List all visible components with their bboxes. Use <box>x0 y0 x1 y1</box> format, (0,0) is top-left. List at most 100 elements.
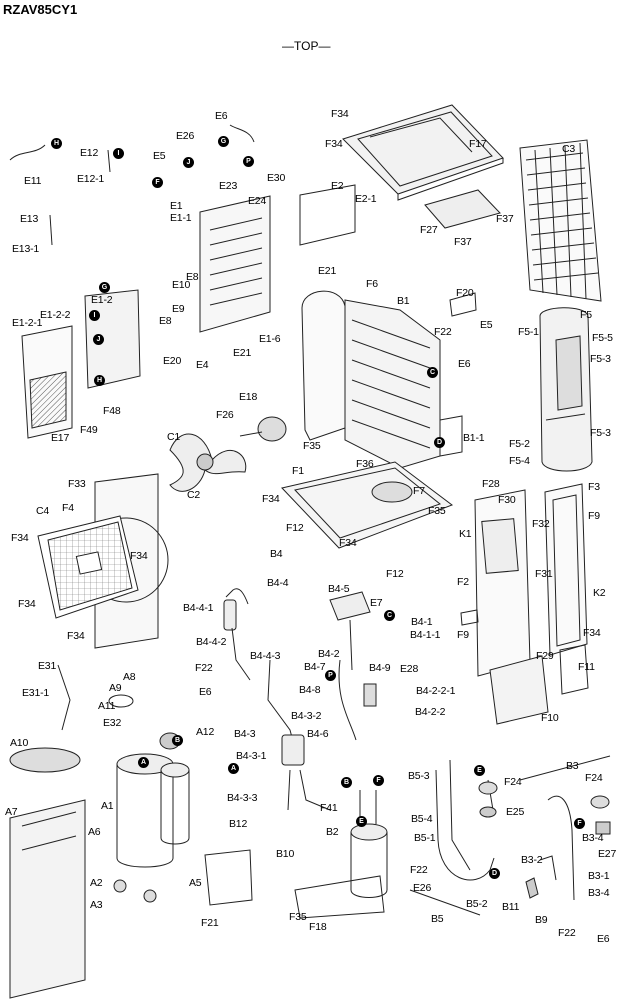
part-label: E31 <box>38 660 57 672</box>
part-label: F37 <box>496 213 514 225</box>
part-label: A10 <box>10 737 29 749</box>
heat-exchanger-drawing <box>301 290 477 469</box>
part-label: F35 <box>289 911 307 923</box>
part-label: B1-1 <box>463 432 485 444</box>
part-label: E26 <box>413 882 432 894</box>
part-label: F26 <box>216 409 234 421</box>
connector-marker: J <box>183 157 194 168</box>
part-label: B4-6 <box>307 728 329 740</box>
connector-marker: D <box>489 868 500 879</box>
part-label: B5-3 <box>408 770 430 782</box>
part-label: E1-6 <box>259 333 281 345</box>
part-label: A8 <box>123 671 136 683</box>
part-label: F24 <box>585 772 603 784</box>
part-label: E21 <box>233 347 252 359</box>
part-label: F5-1 <box>518 326 539 338</box>
part-label: B4-3-1 <box>236 750 267 762</box>
part-label: C1 <box>167 431 181 443</box>
connector-marker: H <box>94 375 105 386</box>
part-label: E31-1 <box>22 687 50 699</box>
connector-marker: G <box>99 282 110 293</box>
part-label: E5 <box>480 319 493 331</box>
front-service-panel-drawing <box>460 483 589 725</box>
part-label: E8 <box>159 315 172 327</box>
part-label: K1 <box>459 528 472 540</box>
part-label: B4-4-2 <box>196 636 227 648</box>
part-label: C4 <box>36 505 50 517</box>
part-label: B11 <box>502 901 520 913</box>
part-label: F5-3 <box>590 427 611 439</box>
part-label: E11 <box>24 175 42 187</box>
connector-marker: H <box>51 138 62 149</box>
part-label: E6 <box>215 110 228 122</box>
part-label: E6 <box>597 933 610 945</box>
connector-marker: A <box>228 763 239 774</box>
part-label: F22 <box>558 927 576 939</box>
part-label: B3 <box>566 760 579 772</box>
connector-marker: F <box>574 818 585 829</box>
part-label: E12-1 <box>77 173 105 185</box>
part-label: F5-5 <box>592 332 613 344</box>
part-label: B4-5 <box>328 583 350 595</box>
part-label: B4-7 <box>304 661 326 673</box>
connector-marker: D <box>434 437 445 448</box>
insulation-drawing <box>9 747 86 999</box>
front-panel-drawing <box>37 473 169 649</box>
part-label: F33 <box>68 478 86 490</box>
part-label: B4-2 <box>318 648 340 660</box>
refrigerant-piping-drawing <box>223 588 377 811</box>
part-label: F34 <box>11 532 29 544</box>
part-label: E21 <box>318 265 337 277</box>
part-label: F6 <box>366 278 378 290</box>
part-label: E1-2 <box>91 294 113 306</box>
part-label: B9 <box>535 914 548 926</box>
part-label: B4-3 <box>234 728 256 740</box>
part-label: E13 <box>20 213 39 225</box>
side-cover-drawing <box>21 289 141 439</box>
part-label: C2 <box>187 489 201 501</box>
part-label: F20 <box>456 287 474 299</box>
part-label: F35 <box>428 505 446 517</box>
part-label: F9 <box>457 629 469 641</box>
part-label: F10 <box>541 712 559 724</box>
valve-piping-drawing <box>409 755 611 916</box>
connector-marker: I <box>113 148 124 159</box>
part-label: A1 <box>101 800 114 812</box>
part-label: B4-4 <box>267 577 289 589</box>
part-label: A12 <box>196 726 215 738</box>
part-label: F49 <box>80 424 98 436</box>
part-label: B5-2 <box>466 898 488 910</box>
connector-marker: B <box>172 735 183 746</box>
part-label: E1-1 <box>170 212 192 224</box>
part-label: F18 <box>309 921 327 933</box>
part-label: F5-2 <box>509 438 530 450</box>
part-label: E18 <box>239 391 258 403</box>
part-label: A3 <box>90 899 103 911</box>
connector-marker: P <box>325 670 336 681</box>
part-label: F1 <box>292 465 304 477</box>
part-label: F11 <box>578 661 595 673</box>
part-label: B5 <box>431 913 444 925</box>
part-label: F22 <box>410 864 428 876</box>
part-label: B4-3-2 <box>291 710 322 722</box>
part-label: E27 <box>598 848 617 860</box>
part-label: F21 <box>201 917 219 929</box>
part-label: A9 <box>109 682 122 694</box>
part-label: B3-1 <box>588 870 610 882</box>
part-label: A11 <box>98 700 116 712</box>
part-label: F34 <box>67 630 85 642</box>
part-label: E28 <box>400 663 419 675</box>
part-label: F5-3 <box>590 353 611 365</box>
part-label: B4-2-2-1 <box>416 685 456 697</box>
connector-marker: F <box>373 775 384 786</box>
connector-marker: E <box>474 765 485 776</box>
part-label: C3 <box>562 143 576 155</box>
connector-marker: J <box>93 334 104 345</box>
part-label: E25 <box>506 806 525 818</box>
part-label: B12 <box>229 818 248 830</box>
connector-marker: I <box>89 310 100 321</box>
accumulator-drawing <box>294 790 388 919</box>
part-label: E6 <box>199 686 212 698</box>
